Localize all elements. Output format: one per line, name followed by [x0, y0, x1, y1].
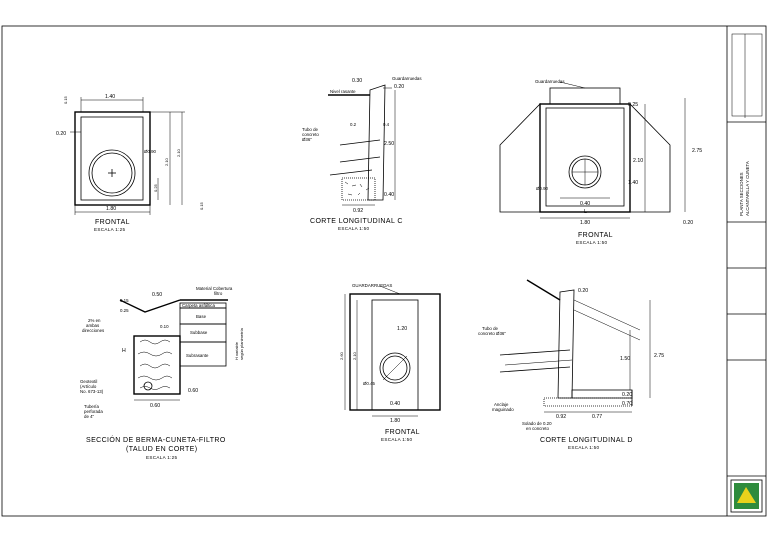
dim-label: 0.30 [352, 78, 362, 84]
annotation-label: Nivel rasante [330, 89, 356, 94]
dim-label: 0.92 [556, 414, 566, 420]
dim-label: 2.10 [164, 157, 169, 166]
title-block: PLANTA SECCIONESALCANTARILLA Y CUNETA [727, 33, 766, 513]
dim-label: 0.15 [120, 298, 129, 303]
annotation-label: H variablesegún planimetría [234, 327, 244, 360]
view-scale: ESCALA 1:25 [94, 227, 126, 232]
dim-label: 0.20 [56, 131, 66, 137]
dim-label: 0.50 [152, 292, 162, 298]
layer-label: Base [196, 314, 207, 319]
dim-label: 2.10 [352, 351, 357, 360]
dim-label: Ø0.45 [363, 381, 376, 386]
view-scale: ESCALA 1:50 [576, 240, 608, 245]
view-title: CORTE LONGITUDINAL D [540, 437, 633, 444]
dim-label: 1.80 [390, 418, 400, 424]
dim-label: 0.20 [394, 84, 404, 90]
view-scale: ESCALA 1:50 [568, 445, 600, 450]
dim-label: 2.60 [339, 351, 344, 360]
dim-label: 0.20 [578, 288, 588, 294]
dim-label: 0.92 [353, 208, 363, 214]
dim-label: 0.15 [199, 201, 204, 210]
project-title: PLANTA SECCIONESALCANTARILLA Y CUNETA [739, 161, 750, 216]
annotation-label: Guardarruedas [392, 76, 422, 81]
dim-label: 1.50 [620, 356, 630, 362]
dim-label: 0.20 [622, 392, 632, 398]
dim-label: 2.10 [633, 158, 643, 164]
frontal-view-1: 1.40 0.15 0.20 Ø0.90 2.10 2.10 0.25 1.80… [56, 94, 204, 232]
view-title: FRONTAL [578, 232, 613, 239]
dim-label: 1.40 [628, 180, 638, 186]
frontal-view-2: Guardarruedas 0.25 2.10 2.75 1.40 Ø0.90 … [499, 79, 702, 245]
dim-label: 0.25 [153, 183, 158, 192]
dim-label: 1.20 [397, 326, 407, 332]
logo [730, 479, 763, 513]
dim-label: 0.40 [580, 201, 590, 207]
view-scale: ESCALA 1:50 [381, 437, 413, 442]
dim-label: 0.25 [628, 102, 638, 108]
annotation-label: GUARDARRUEDAS [352, 283, 392, 288]
dim-label: 0.4 [383, 122, 390, 127]
dim-label: 2.75 [654, 353, 664, 359]
frontal-view-3: GUARDARRUEDAS 1.20 2.60 2.10 Ø0.45 0.40 … [339, 283, 441, 442]
dim-label: Ø0.90 [536, 186, 549, 191]
view-scale: ESCALA 1:25 [146, 455, 178, 460]
layer-label: Carpeta asfáltica [182, 303, 216, 308]
view-title: CORTE LONGITUDINAL C [310, 218, 403, 225]
dim-label: 0.60 [150, 403, 160, 409]
view-subtitle: (TALUD EN CORTE) [126, 446, 197, 453]
layer-label: Subbase [190, 330, 208, 335]
logo-yellow [737, 487, 756, 503]
view-title: FRONTAL [95, 219, 130, 226]
dim-label: 1.40 [105, 94, 115, 100]
dim-label: 2.50 [384, 141, 394, 147]
dim-label: 2.75 [692, 148, 702, 154]
dim-label: 1.80 [580, 220, 590, 226]
dim-label: 0.40 [384, 192, 394, 198]
corte-longitudinal-c: 0.30 Guardarruedas 0.20 Nivel rasante Tu… [302, 76, 422, 231]
dim-label: 0.10 [160, 324, 169, 329]
sheet-border [1, 25, 767, 517]
dim-label: 0.60 [188, 388, 198, 394]
dim-label: L [584, 209, 587, 215]
layer-label: Subrasante [186, 353, 209, 358]
annotation-label: Guardarruedas [535, 79, 565, 84]
view-scale: ESCALA 1:50 [338, 226, 370, 231]
view-title: FRONTAL [385, 429, 420, 436]
view-title: SECCIÓN DE BERMA-CUNETA-FILTRO [86, 435, 226, 444]
dim-label: 2.10 [176, 148, 181, 157]
dim-label: H [122, 348, 126, 354]
dim-label: 0.77 [592, 414, 602, 420]
dim-label: 0.70 [622, 401, 632, 407]
dim-label: 0.20 [683, 220, 693, 226]
dim-label: 0.25 [120, 308, 129, 313]
dim-label: 1.80 [106, 206, 116, 212]
dim-label: Ø0.90 [144, 149, 157, 154]
dim-label: 0.15 [63, 95, 68, 104]
dim-label: 0.2 [350, 122, 357, 127]
dim-label: 0.40 [390, 401, 400, 407]
